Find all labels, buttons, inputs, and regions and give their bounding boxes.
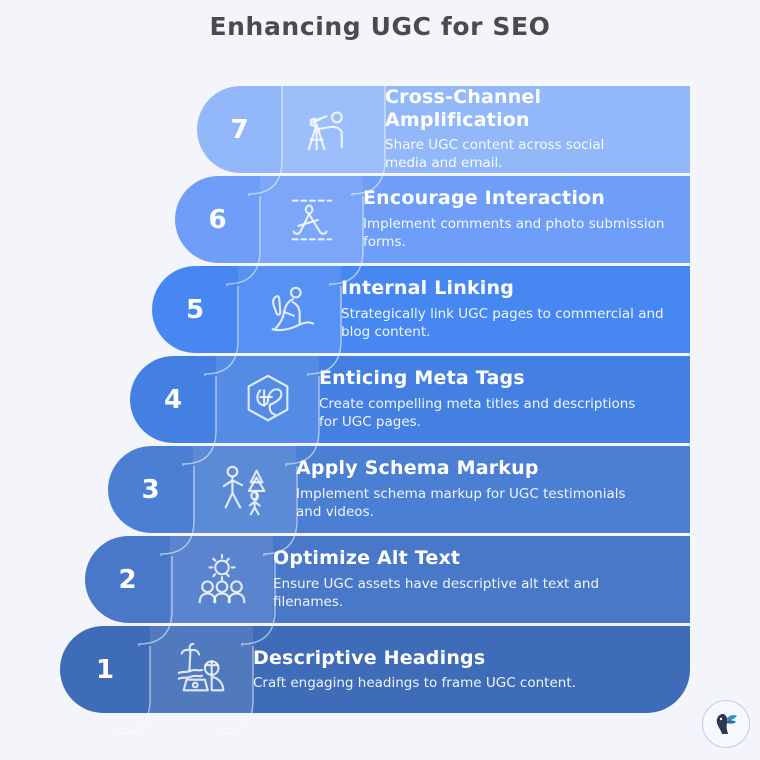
- step-title: Enticing Meta Tags: [319, 367, 525, 390]
- step-number: 4: [163, 384, 183, 415]
- step-description: Implement comments and photo submission …: [363, 215, 665, 251]
- step-title: Optimize Alt Text: [273, 547, 461, 570]
- step-description: Create compelling meta titles and descri…: [319, 395, 636, 431]
- step-number: 7: [230, 114, 249, 145]
- sun-over-crowd-icon: [170, 536, 273, 623]
- skis-icon: [260, 176, 363, 263]
- step-number: 2: [118, 564, 137, 595]
- step-description: Share UGC content across social media an…: [385, 137, 605, 172]
- step-description: Strategically link UGC pages to commerci…: [341, 305, 664, 341]
- step-description: Implement schema markup for UGC testimon…: [296, 485, 626, 521]
- step-description: Craft engaging headings to frame UGC con…: [253, 675, 576, 692]
- step-number: 1: [95, 654, 115, 685]
- butterfly-silhouette-icon: [716, 714, 737, 734]
- step-title: Cross-Channel Amplification: [385, 86, 542, 131]
- step-number: 6: [208, 204, 227, 235]
- hexagon-badge-icon: [216, 356, 319, 443]
- step-number: 3: [141, 474, 160, 505]
- step-title: Internal Linking: [341, 277, 515, 300]
- telescope-observer-icon: [282, 86, 385, 173]
- family-walking-trees-icon: [193, 446, 296, 533]
- step-description: Ensure UGC assets have descriptive alt t…: [273, 575, 600, 611]
- brand-logo[interactable]: [702, 700, 750, 748]
- step-title: Apply Schema Markup: [296, 457, 539, 480]
- step-title: Descriptive Headings: [253, 646, 486, 669]
- hiker-icon: [238, 266, 341, 353]
- beach-palm-laptop-icon: [150, 626, 253, 713]
- step-title: Encourage Interaction: [363, 187, 606, 210]
- step-number: 5: [185, 294, 205, 325]
- page-title: Enhancing UGC for SEO: [209, 12, 551, 41]
